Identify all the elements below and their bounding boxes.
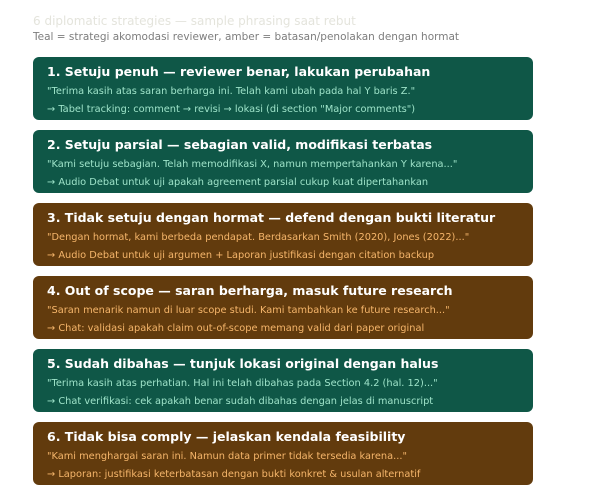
strategy-tool-note: → Laporan: justifikasi keterbatasan deng… (47, 469, 421, 480)
strategy-sample-phrase: "Kami menghargai saran ini. Namun data p… (47, 451, 407, 462)
strategy-tool-note: → Audio Debat untuk uji apakah agreement… (47, 177, 429, 188)
strategy-tool-note: → Chat verifikasi: cek apakah benar suda… (47, 396, 434, 407)
strategy-heading: 6. Tidak bisa comply — jelaskan kendala … (47, 429, 406, 444)
strategy-tool-note: → Tabel tracking: comment → revisi → lok… (47, 104, 416, 115)
strategy-heading: 1. Setuju penuh — reviewer benar, lakuka… (47, 64, 431, 79)
strategy-heading: 3. Tidak setuju dengan hormat — defend d… (47, 210, 496, 225)
strategy-heading: 2. Setuju parsial — sebagian valid, modi… (47, 137, 433, 152)
strategy-card-1[interactable]: 1. Setuju penuh — reviewer benar, lakuka… (33, 57, 533, 120)
strategy-sample-phrase: "Terima kasih atas saran berharga ini. T… (47, 86, 416, 97)
strategy-card-2[interactable]: 2. Setuju parsial — sebagian valid, modi… (33, 130, 533, 193)
strategy-sample-phrase: "Dengan hormat, kami berbeda pendapat. B… (47, 232, 470, 243)
strategy-list: 1. Setuju penuh — reviewer benar, lakuka… (33, 57, 533, 495)
diagram-title: 6 diplomatic strategies — sample phrasin… (33, 14, 356, 28)
strategy-heading: 4. Out of scope — saran berharga, masuk … (47, 283, 453, 298)
strategy-card-3[interactable]: 3. Tidak setuju dengan hormat — defend d… (33, 203, 533, 266)
strategy-sample-phrase: "Kami setuju sebagian. Telah memodifikas… (47, 159, 458, 170)
strategy-card-5[interactable]: 5. Sudah dibahas — tunjuk lokasi origina… (33, 349, 533, 412)
strategy-tool-note: → Audio Debat untuk uji argumen + Lapora… (47, 250, 435, 261)
strategy-heading: 5. Sudah dibahas — tunjuk lokasi origina… (47, 356, 439, 371)
diagram-legend-note: Teal = strategi akomodasi reviewer, ambe… (33, 31, 460, 43)
strategy-card-6[interactable]: 6. Tidak bisa comply — jelaskan kendala … (33, 422, 533, 485)
strategy-sample-phrase: "Terima kasih atas perhatian. Hal ini te… (47, 378, 438, 389)
strategy-tool-note: → Chat: validasi apakah claim out-of-sco… (47, 323, 425, 334)
strategy-sample-phrase: "Saran menarik namun di luar scope studi… (47, 305, 450, 316)
strategy-card-4[interactable]: 4. Out of scope — saran berharga, masuk … (33, 276, 533, 339)
